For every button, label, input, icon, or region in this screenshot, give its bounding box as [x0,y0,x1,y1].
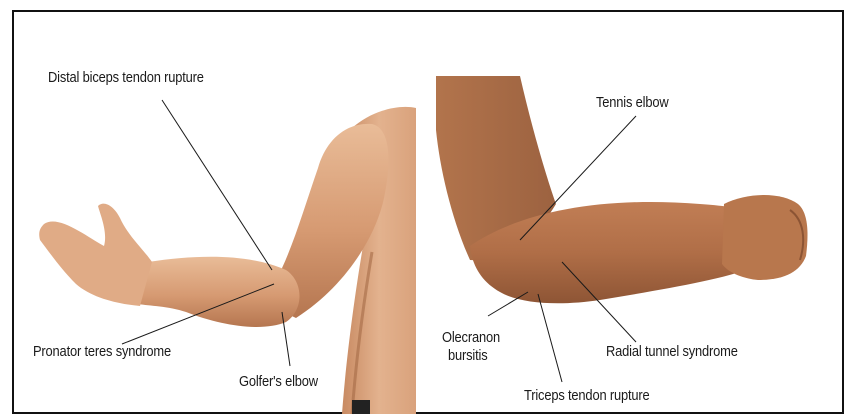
leader-triceps [538,294,562,382]
leader-distal-biceps [162,100,272,270]
label-distal-biceps: Distal biceps tendon rupture [48,70,204,87]
fist-right [722,195,808,280]
label-olecranon-line1: Olecranon [442,330,500,347]
label-olecranon-line2: bursitis [448,348,487,365]
label-golfers-elbow: Golfer's elbow [239,374,318,391]
hand-left [39,204,152,306]
label-radial-tunnel: Radial tunnel syndrome [606,344,738,361]
forearm-left [138,257,300,327]
label-triceps-rupture: Triceps tendon rupture [524,388,650,405]
label-pronator-teres: Pronator teres syndrome [33,344,171,361]
label-tennis-elbow: Tennis elbow [596,95,669,112]
